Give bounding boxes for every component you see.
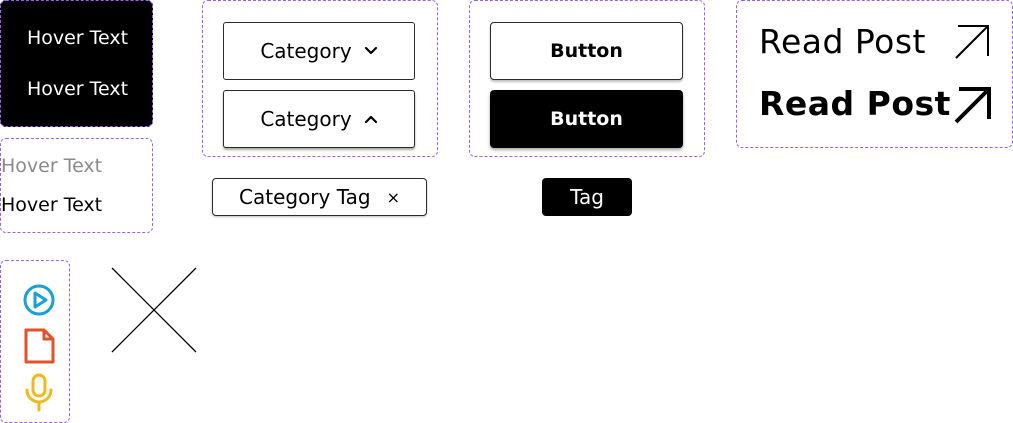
outline-button[interactable]: Button xyxy=(490,22,683,80)
filled-button[interactable]: Button xyxy=(490,90,683,148)
close-icon[interactable]: × xyxy=(386,187,400,207)
hover-text-muted[interactable]: Hover Text xyxy=(1,155,103,177)
arrow-up-right-icon xyxy=(955,25,989,59)
category-tag[interactable]: Category Tag × xyxy=(212,178,427,216)
microphone-icon[interactable] xyxy=(20,372,58,412)
category-dropdown-variants xyxy=(202,0,438,157)
hover-text-dark-variants: Hover Text Hover Text xyxy=(0,0,153,127)
category-dropdown-label: Category xyxy=(260,107,352,131)
chevron-down-icon xyxy=(364,46,377,55)
hover-text-light-variants: Hover Text Hover Text xyxy=(0,138,153,233)
play-circle-icon[interactable] xyxy=(20,280,58,320)
hover-text-active[interactable]: Hover Text xyxy=(1,194,103,216)
arrow-up-right-icon xyxy=(954,87,991,124)
hover-text-hover[interactable]: Hover Text xyxy=(26,78,129,100)
read-post-link-default[interactable]: Read Post xyxy=(759,22,926,61)
file-icon[interactable] xyxy=(20,326,58,366)
hover-text-default[interactable]: Hover Text xyxy=(26,27,129,49)
category-tag-label: Category Tag xyxy=(239,185,371,209)
read-post-link-hover[interactable]: Read Post xyxy=(759,84,951,123)
category-dropdown-label: Category xyxy=(260,39,352,63)
close-icon xyxy=(111,267,197,353)
category-dropdown-open[interactable]: Category xyxy=(223,90,415,148)
tag[interactable]: Tag xyxy=(542,178,632,216)
category-dropdown-closed[interactable]: Category xyxy=(223,22,415,80)
button-variants xyxy=(469,0,705,157)
chevron-up-icon xyxy=(364,115,377,124)
